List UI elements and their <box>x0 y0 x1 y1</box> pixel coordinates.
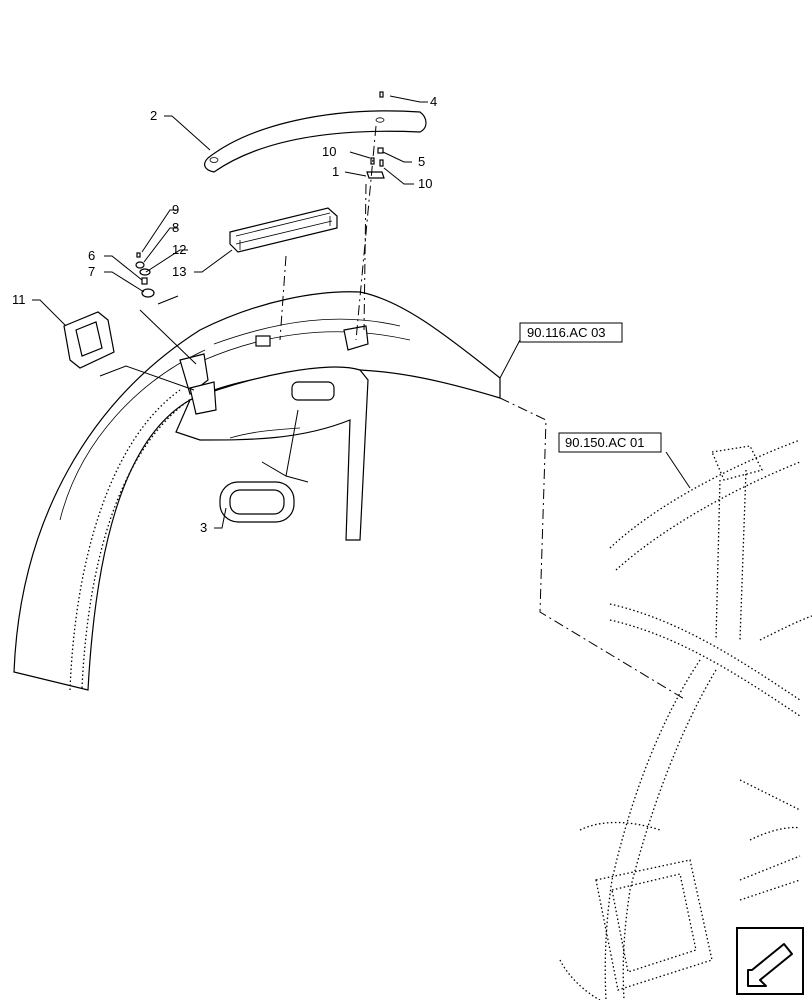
lamp-part <box>229 207 338 253</box>
callout-9: 9 <box>172 202 179 217</box>
callout-10-top: 10 <box>322 144 336 159</box>
callout-11: 11 <box>12 292 26 307</box>
ref-label-frame[interactable]: 90.150.AC 01 <box>565 435 645 450</box>
cab-frame <box>559 439 812 1000</box>
assembly-lines <box>279 125 687 701</box>
ref-box-frame[interactable]: 90.150.AC 01 <box>558 432 662 453</box>
callout-1: 1 <box>332 164 339 179</box>
fender-assembly <box>13 291 501 691</box>
callout-8: 7 <box>88 264 95 279</box>
ref-box-fender[interactable]: 90.116.AC 03 <box>519 322 623 343</box>
lamp-hardware <box>135 252 155 298</box>
seal-part-3 <box>219 481 295 523</box>
callout-3: 3 <box>200 520 207 535</box>
callout-4: 4 <box>430 94 437 109</box>
leader-lines <box>32 95 691 529</box>
callout-2: 2 <box>150 108 157 123</box>
callout-10-bottom: 10 <box>418 176 432 191</box>
callout-6: 6 <box>88 248 95 263</box>
callout-7: 8 <box>172 220 179 235</box>
callout-numbers: 2 4 10 5 1 10 9 8 12 6 13 7 11 3 <box>12 94 437 535</box>
seal-part-11 <box>63 311 115 369</box>
callout-13: 13 <box>172 264 186 279</box>
callout-12: 12 <box>172 242 186 257</box>
ref-label-fender[interactable]: 90.116.AC 03 <box>527 325 606 340</box>
arrow-left-down-icon[interactable] <box>736 927 804 995</box>
callout-5: 5 <box>418 154 425 169</box>
top-cover-part <box>204 110 427 173</box>
